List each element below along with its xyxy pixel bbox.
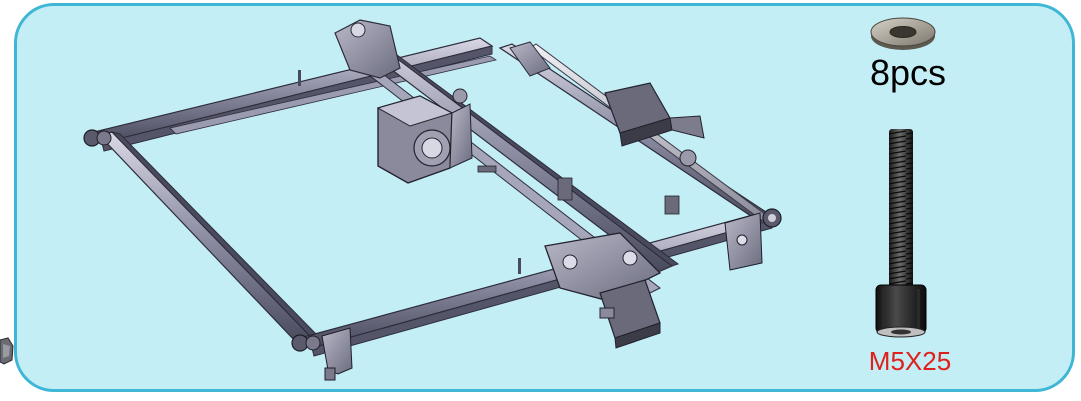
partial-part-icon — [0, 337, 14, 365]
washer-quantity-label: 8pcs — [869, 52, 947, 93]
socket-head-screw-icon — [875, 129, 927, 338]
screw-size-label: M5X25 — [868, 346, 952, 376]
washer-icon — [870, 17, 936, 50]
gantry-frame-icon — [83, 19, 782, 381]
